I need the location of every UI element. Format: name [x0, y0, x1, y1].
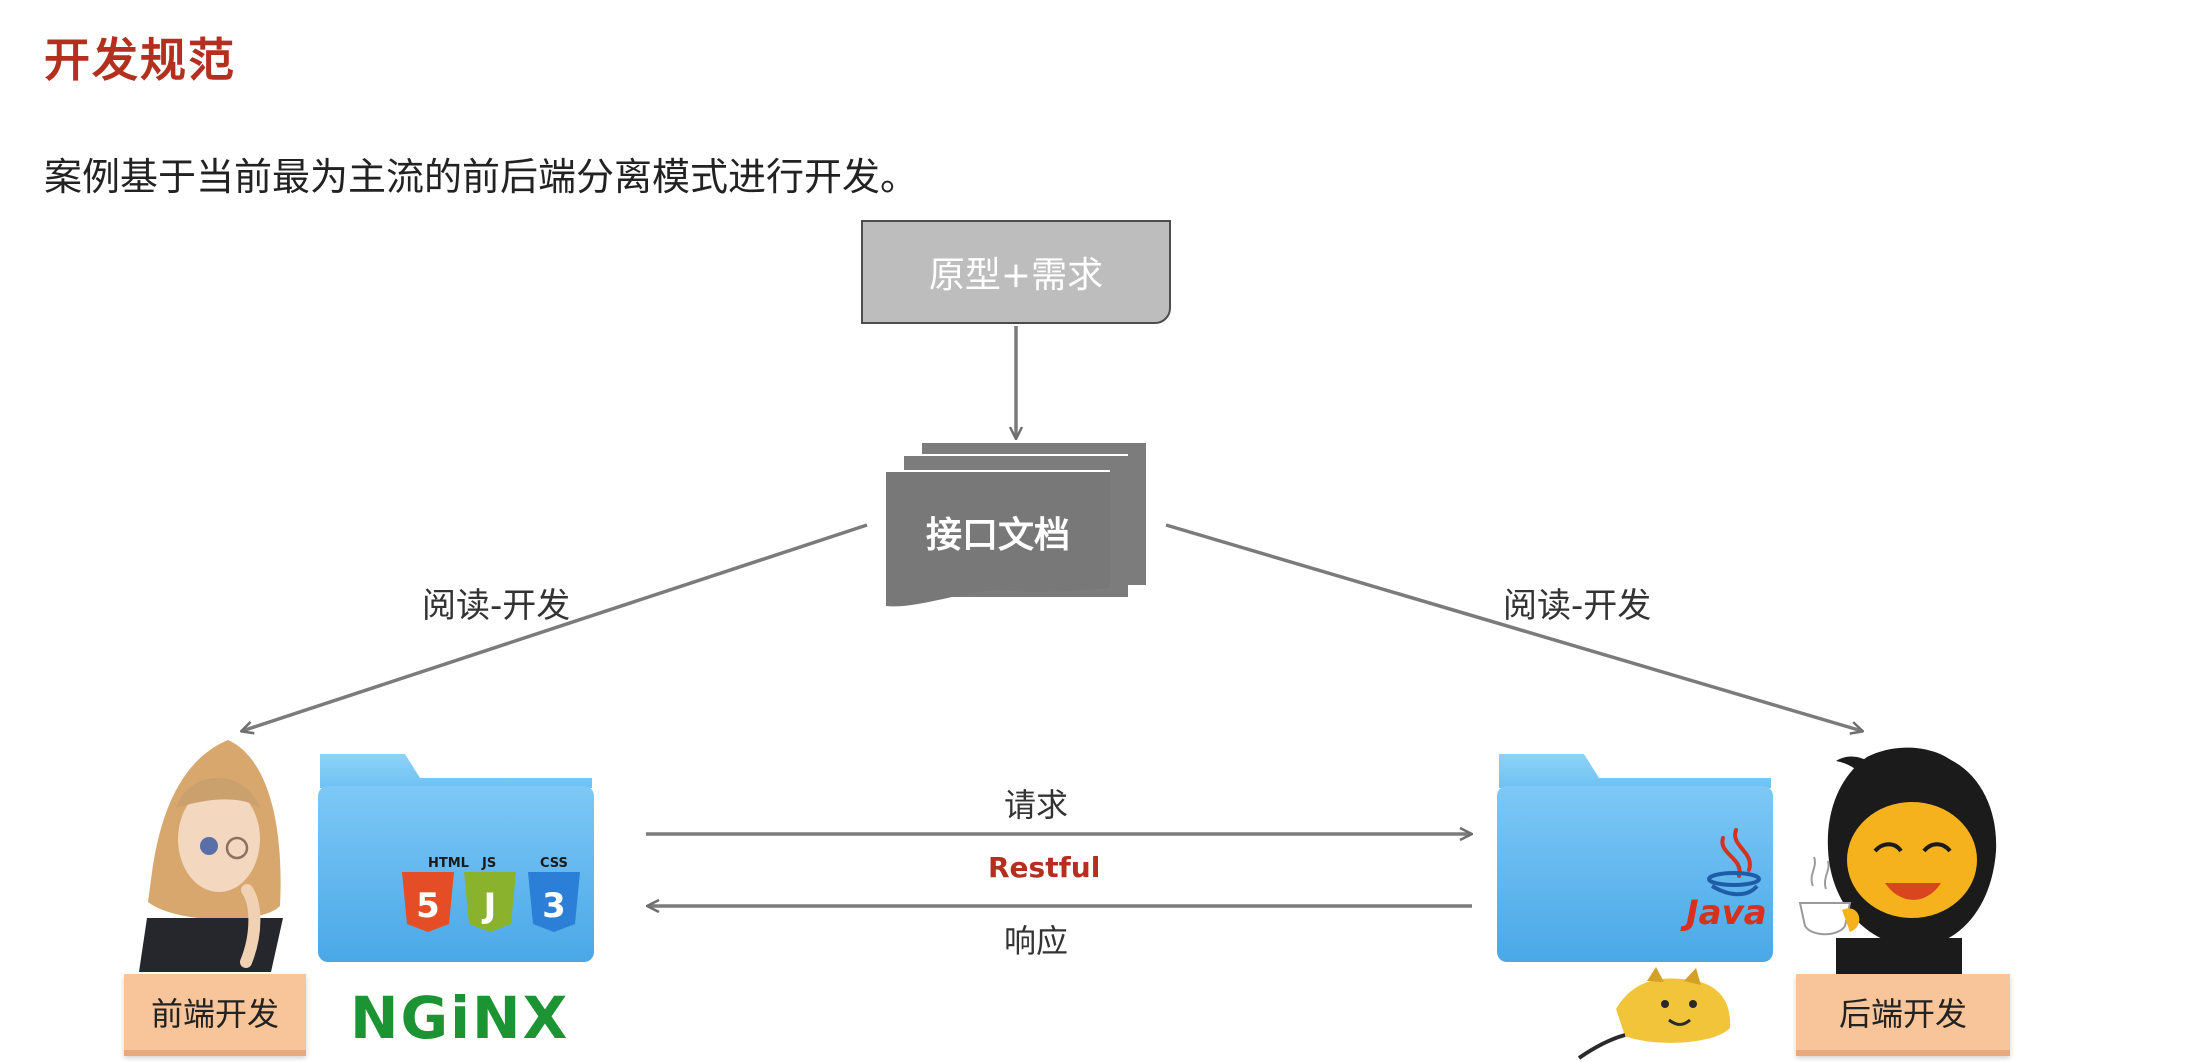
doc-to-frontend-arrow	[242, 523, 868, 731]
js-logo-letter: J	[482, 886, 497, 926]
page-title: 开发规范	[44, 33, 236, 87]
css3-icon: CSS 3	[528, 856, 580, 932]
frontend-developer-avatar	[139, 740, 283, 972]
css-logo-text: CSS	[540, 856, 568, 871]
backend-folder-icon	[1497, 754, 1773, 962]
js-logo-text: JS	[481, 856, 496, 871]
backend-role-badge: 后端开发	[1796, 974, 2010, 1056]
html-logo-text: HTML	[428, 856, 469, 871]
frontend-folder-icon	[318, 754, 594, 962]
java-logo-icon	[1707, 828, 1761, 897]
interface-doc-label: 接口文档	[925, 515, 1070, 556]
tomcat-icon	[1577, 967, 1731, 1060]
interface-document-icon	[886, 443, 1146, 607]
left-read-develop-label: 阅读-开发	[422, 586, 571, 626]
css-logo-number: 3	[542, 886, 566, 926]
javascript-icon: JS J	[464, 856, 516, 932]
right-read-develop-label: 阅读-开发	[1503, 586, 1652, 626]
restful-label: Restful	[988, 851, 1101, 884]
html-logo-number: 5	[416, 886, 440, 926]
java-logo-text: Java	[1686, 893, 1767, 933]
page-subtitle: 案例基于当前最为主流的前后端分离模式进行开发。	[44, 155, 919, 199]
requirement-box: 原型+需求	[861, 220, 1171, 324]
response-label: 响应	[1004, 922, 1069, 960]
frontend-role-badge: 前端开发	[124, 974, 306, 1056]
html5-icon: HTML 5	[402, 856, 469, 932]
nginx-logo: NGiNX	[350, 984, 570, 1052]
doc-to-backend-arrow	[1165, 523, 1862, 731]
request-label: 请求	[1004, 786, 1069, 824]
backend-developer-avatar	[1798, 747, 1997, 974]
